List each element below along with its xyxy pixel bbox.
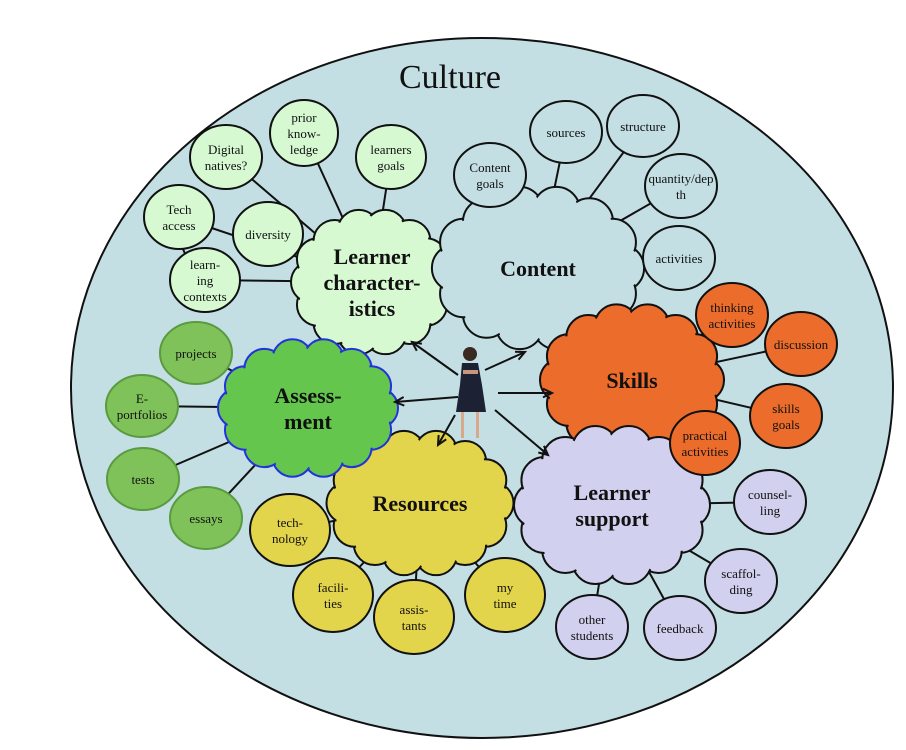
cloud-assessment: Assess-ment [217, 338, 399, 478]
bubble-label-feedback: feedback [657, 621, 704, 636]
bubble-label-diversity: diversity [245, 227, 291, 242]
arrowhead-icon [392, 396, 405, 407]
bubble-scaffolding: scaffol-ding [704, 548, 778, 614]
bubble-discussion: discussion [764, 311, 838, 377]
bubble-assistants: assis-tants [373, 579, 455, 655]
arrow [437, 414, 456, 446]
bubble-label-essays: essays [189, 511, 222, 526]
bubble-label-sources: sources [547, 125, 586, 140]
bubble-label-technology: tech-nology [272, 515, 309, 546]
bubble-structure: structure [606, 94, 680, 158]
cloud-skills: Skills [539, 303, 725, 457]
arrowhead-icon [436, 434, 447, 448]
bubble-activities: activities [642, 225, 716, 291]
bubble-facilities: facili-ties [292, 557, 374, 633]
arrowhead-icon [542, 387, 555, 399]
bubble-label-tests: tests [131, 472, 154, 487]
arrowhead-icon [538, 445, 550, 457]
teacher-figure [456, 347, 486, 438]
bubble-label-scaffolding: scaffol-ding [721, 566, 760, 597]
bubble-counselling: counsel-ling [733, 469, 807, 535]
bubble-label-assistants: assis-tants [400, 602, 429, 633]
arrow [394, 396, 459, 403]
bubble-diversity: diversity [232, 201, 304, 267]
bubble-label-facilities: facili-ties [317, 580, 348, 611]
bubble-label-activities: activities [656, 251, 703, 266]
bubble-technology: tech-nology [249, 493, 331, 567]
cloud-resources: Resources [325, 429, 515, 577]
bubble-label-projects: projects [175, 346, 216, 361]
bubble-tests: tests [106, 447, 180, 511]
bubble-essays: essays [169, 486, 243, 550]
arrowhead-icon [410, 340, 423, 352]
culture-title: Culture [399, 59, 501, 96]
arrows [392, 340, 555, 457]
bubble-label-discussion: discussion [774, 337, 829, 352]
arrow [411, 341, 459, 376]
arrowhead-icon [514, 350, 528, 361]
bubble-sources: sources [529, 100, 603, 164]
bubble-projects: projects [159, 321, 233, 385]
cloud-label-content: Content [500, 256, 576, 281]
cloud-content: Content [430, 185, 646, 351]
bubble-feedback: feedback [643, 595, 717, 661]
cloud-label-assessment: Assess-ment [274, 383, 341, 434]
arrow [484, 351, 526, 371]
bubble-label-eport: E-portfolios [117, 391, 168, 422]
bubble-label-structure: structure [620, 119, 666, 134]
cloud-label-resources: Resources [373, 491, 468, 516]
bubble-eport: E-portfolios [105, 374, 179, 438]
bubble-label-counselling: counsel-ling [748, 487, 792, 518]
cloud-label-skills: Skills [606, 368, 658, 393]
arrow [494, 409, 549, 456]
